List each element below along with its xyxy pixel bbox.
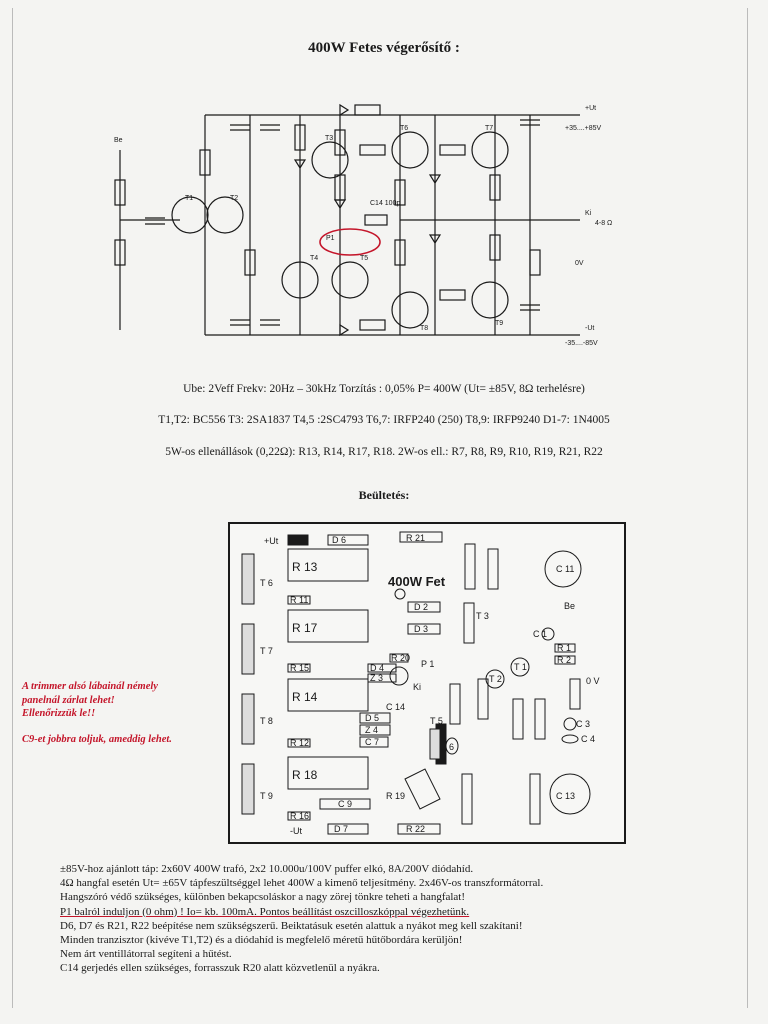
pcb-r15: R 15 xyxy=(290,663,309,673)
pcb-t8: T 8 xyxy=(260,716,273,726)
note-line xyxy=(22,721,222,733)
pcb-d2: D 2 xyxy=(414,602,428,612)
pcb-board: R 13 R 17 R 14 R 18 T 6 T 7 T 8 T 9 400W… xyxy=(228,522,626,844)
pcb-c9: C 9 xyxy=(338,799,352,809)
pcb-minus-ut: -Ut xyxy=(290,826,302,836)
note-row: P1 balról induljon (0 ohm) ! Io= kb. 100… xyxy=(60,905,470,918)
pcb-r1: R 1 xyxy=(557,643,571,653)
pcb-ki: Ki xyxy=(413,682,421,692)
label-t4: T4 xyxy=(310,255,318,262)
supply-neg-label: -Ut xyxy=(585,325,594,332)
spec-line-2: T1,T2: BC556 T3: 2SA1837 T4,5 :2SC4793 T… xyxy=(158,414,610,426)
pcb-t7: T 7 xyxy=(260,646,273,656)
pcb-c3: C 3 xyxy=(576,719,590,729)
pcb-c14: C 14 xyxy=(386,702,405,712)
supply-pos-range: +35....+85V xyxy=(565,125,602,132)
label-t8: T8 xyxy=(420,325,428,332)
pcb-t6: T 6 xyxy=(260,578,273,588)
pcb-r2: R 2 xyxy=(557,655,571,665)
pcb-c7: C 7 xyxy=(365,737,379,747)
pcb-d7: D 7 xyxy=(334,824,348,834)
pcb-r11: R 11 xyxy=(290,595,308,605)
pcb-r16: R 16 xyxy=(290,811,309,821)
pcb-p1: P 1 xyxy=(421,659,434,669)
pcb-t9: T 9 xyxy=(260,791,273,801)
pcb-r20: R 20 xyxy=(391,653,410,663)
pcb-c11: C 11 xyxy=(556,564,574,574)
label-t3: T3 xyxy=(325,135,333,142)
spec-line-1: Ube: 2Veff Frekv: 20Hz – 30kHz Torzítás … xyxy=(183,383,585,395)
pcb-c13: C 13 xyxy=(556,791,575,801)
pcb-be: Be xyxy=(564,601,575,611)
label-t7: T7 xyxy=(485,125,493,132)
pcb-drawing: R 13 R 17 R 14 R 18 T 6 T 7 T 8 T 9 400W… xyxy=(241,531,600,836)
assembly-notes: ±85V-hoz ajánlott táp: 2x60V 400W trafó,… xyxy=(60,862,720,976)
note-row: Minden tranzisztor (kivéve T1,T2) és a d… xyxy=(60,934,463,947)
spec-line-3: 5W-os ellenállások (0,22Ω): R13, R14, R1… xyxy=(165,446,603,458)
supply-pos-label: +Ut xyxy=(585,105,596,112)
label-t2: T2 xyxy=(230,195,238,202)
pcb-t3: T 3 xyxy=(476,611,489,621)
pcb-r18: R 18 xyxy=(292,768,318,782)
output-impedance: 4-8 Ω xyxy=(595,220,612,227)
note-row: 4Ω hangfal esetén Ut= ±65V tápfeszültség… xyxy=(60,877,544,890)
pcb-r19: R 19 xyxy=(386,791,405,801)
note-row: D6, D7 és R21, R22 beépítése nem szükség… xyxy=(60,919,523,932)
pcb-plus-ut: +Ut xyxy=(264,536,279,546)
note-line: C9-et jobbra toljuk, ameddig lehet. xyxy=(22,733,172,745)
note-row: Nem árt ventillátorral segíteni a hűtést… xyxy=(60,948,232,961)
label-t6: T6 xyxy=(400,125,408,132)
trimmer-warning-note: A trimmer alsó lábainál némely panelnál … xyxy=(22,680,222,747)
note-line: Ellenőrizzük le!! xyxy=(22,708,96,720)
pcb-r21: R 21 xyxy=(406,533,425,543)
pcb-c4: C 4 xyxy=(581,734,595,744)
pcb-z4: Z 4 xyxy=(365,725,378,735)
pcb-d3: D 3 xyxy=(414,624,428,634)
label-p1: P1 xyxy=(326,235,335,242)
pcb-t2: T 2 xyxy=(489,674,502,684)
input-label: Be xyxy=(114,137,123,144)
note-row: Hangszóró védő szükséges, különben bekap… xyxy=(60,891,466,904)
pcb-t1: T 1 xyxy=(514,662,527,672)
amplifier-schematic: Be +Ut +35....+85V -Ut -35....-85V Ki 4-… xyxy=(114,103,612,347)
pcb-r17: R 17 xyxy=(292,621,318,635)
output-label: Ki xyxy=(585,210,592,217)
label-t1: T1 xyxy=(185,195,193,202)
pcb-section-title: Beültetés: xyxy=(358,488,410,502)
note-row: ±85V-hoz ajánlott táp: 2x60V 400W trafó,… xyxy=(60,863,474,875)
note-line: panelnál zárlat lehet! xyxy=(22,694,115,706)
page-title: 400W Fetes végerősítő : xyxy=(308,40,460,56)
pcb-c6: C 6 xyxy=(440,742,454,752)
pcb-z3: Z 3 xyxy=(370,673,383,683)
pcb-title: 400W Fet xyxy=(388,574,446,589)
pcb-zero-v: 0 V xyxy=(586,676,600,686)
pcb-t5: T 5 xyxy=(430,716,443,726)
zero-v-label: 0V xyxy=(575,260,584,267)
note-row: C14 gerjedés ellen szükséges, forrasszuk… xyxy=(60,962,380,975)
pcb-d4: D 4 xyxy=(370,663,384,673)
pcb-c1: C 1 xyxy=(533,629,547,639)
pcb-r12: R 12 xyxy=(290,738,309,748)
label-c14: C14 100p xyxy=(370,200,400,207)
pcb-d6: D 6 xyxy=(332,535,346,545)
supply-neg-range: -35....-85V xyxy=(565,340,598,347)
label-t9: T9 xyxy=(495,320,503,327)
pcb-r13: R 13 xyxy=(292,560,318,574)
pcb-d5: D 5 xyxy=(365,713,379,723)
pcb-r22: R 22 xyxy=(406,824,425,834)
label-t5: T5 xyxy=(360,255,368,262)
pcb-r14: R 14 xyxy=(292,690,318,704)
note-line: A trimmer alsó lábainál némely xyxy=(22,681,158,692)
page-border xyxy=(12,8,748,1008)
